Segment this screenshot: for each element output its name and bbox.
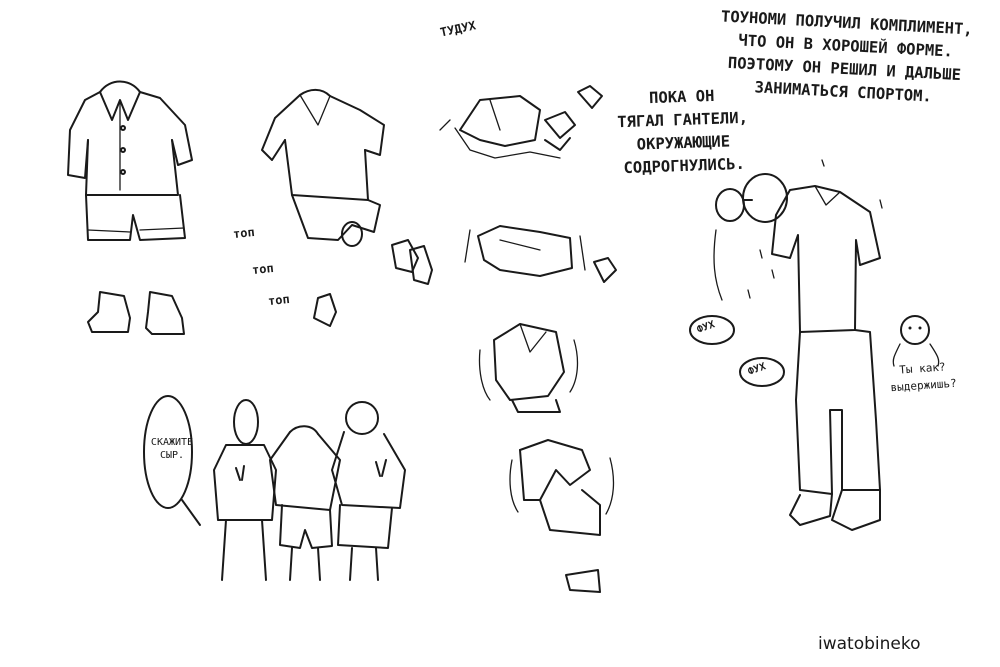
standing-shoes	[87, 291, 185, 335]
sfx-step-1: топ	[232, 224, 256, 242]
puff-bubble-1	[689, 315, 735, 345]
lifting-clothes-figure	[713, 159, 883, 531]
speech-say-cheese: СКАЖИТЕ СЫР.	[150, 437, 194, 461]
puff-bubble-2	[739, 357, 785, 387]
group-photo-scene	[143, 395, 406, 581]
standing-clothes-figure	[67, 80, 193, 241]
bent-clothes-3	[509, 439, 615, 593]
crouching-clothes-2	[478, 323, 579, 413]
shaking-clothes-1	[464, 225, 617, 283]
sfx-step-2: топ	[251, 260, 275, 278]
dropped-dumbbell-scene	[439, 85, 603, 159]
narration-dumbbells: ПОКА ОН ТЯГАЛ ГАНТЕЛИ, ОКРУЖАЮЩИЕ СОДРОГ…	[616, 86, 749, 178]
walking-clothes-figure	[261, 88, 433, 327]
onlooker-character	[892, 315, 940, 367]
sfx-step-3: топ	[267, 291, 291, 309]
artist-watermark: iwatobineko	[818, 634, 921, 654]
